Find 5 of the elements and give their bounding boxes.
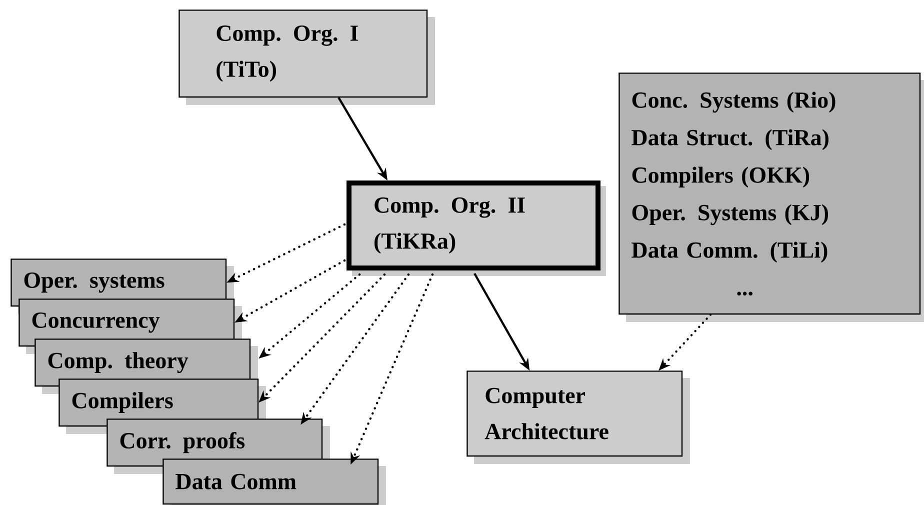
course-list-box: Conc. Systems (Rio) Data Struct. (TiRa) Compilers (OKK) Oper. Systems (KJ) Data Comm. (TiLi) ... bbox=[618, 72, 924, 322]
course-box: Comp. Org. I (TiTo) bbox=[178, 10, 435, 105]
highlighted-course-box: Comp. Org. II (TiKRa) bbox=[346, 180, 606, 276]
topic-card: Data Comm bbox=[162, 458, 386, 505]
course-box: Computer Architecture bbox=[466, 370, 690, 464]
